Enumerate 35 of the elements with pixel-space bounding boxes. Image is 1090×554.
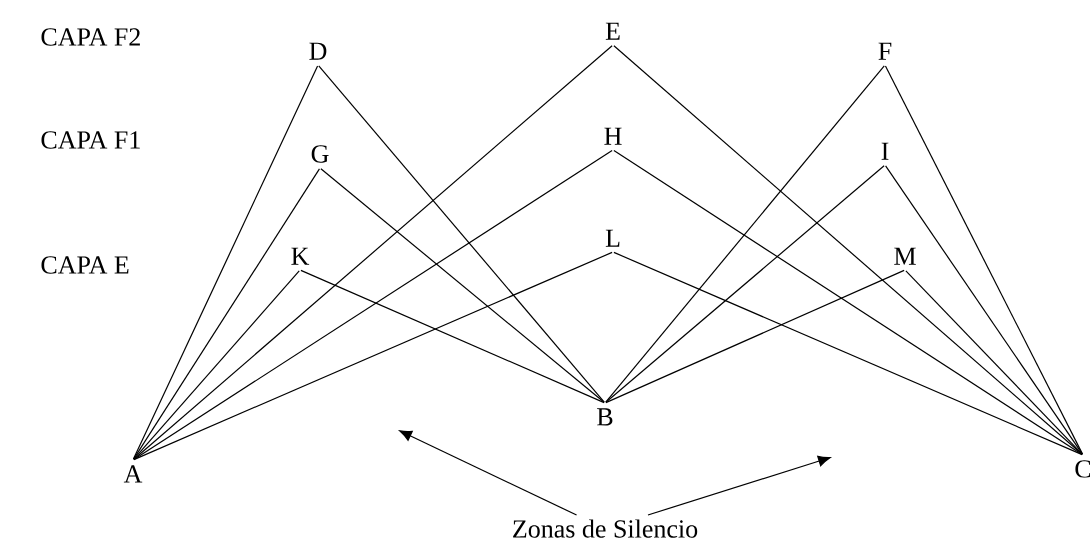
vertex-point: E: [605, 22, 620, 40]
vertex-point: C: [1075, 460, 1090, 478]
layer-label: CAPA F2: [41, 28, 140, 46]
vertex-point: F: [878, 42, 892, 60]
line: [132, 65, 319, 460]
line: [300, 269, 605, 404]
vertex-point: G: [311, 145, 329, 163]
line: [133, 251, 613, 461]
line: [613, 150, 1083, 456]
vertex-point: A: [123, 465, 143, 483]
vertex-point: L: [605, 229, 620, 247]
caption-text: Zonas de Silencio: [513, 519, 698, 538]
line: [320, 168, 605, 403]
vertex-point: M: [894, 247, 916, 265]
line: [885, 165, 1083, 455]
vertex-point: B: [597, 408, 613, 426]
vertex-point: D: [309, 42, 327, 60]
line: [905, 270, 1083, 455]
line: [133, 270, 300, 460]
vertex-point: H: [604, 127, 622, 145]
layer-label: CAPA E: [41, 256, 129, 274]
line: [133, 168, 321, 460]
line: [318, 65, 605, 403]
line: [605, 65, 885, 403]
line: [613, 251, 1083, 456]
line: [884, 65, 1084, 455]
vertex-point: K: [291, 247, 310, 265]
vertex-point: I: [881, 142, 889, 160]
layer-label: CAPA F1: [41, 131, 140, 149]
arrow: [399, 430, 578, 516]
arrow: [647, 455, 831, 516]
line: [133, 150, 613, 461]
line: [605, 269, 905, 404]
line: [605, 165, 885, 403]
line: [133, 45, 613, 460]
